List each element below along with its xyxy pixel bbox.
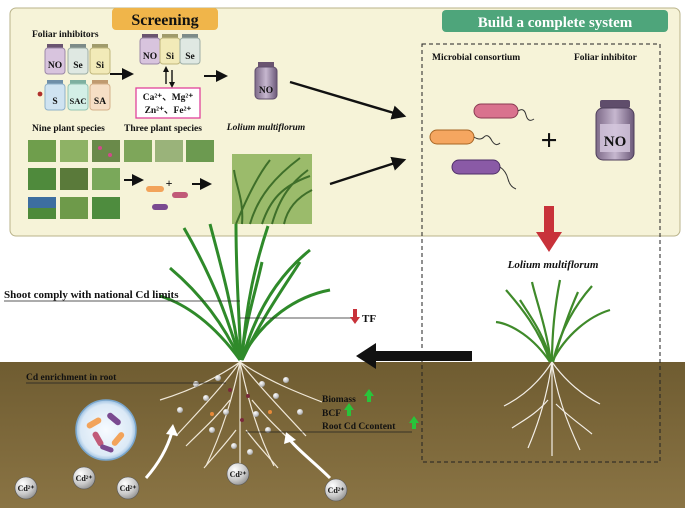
root-cd-annotation: Root Cd Ccontent <box>322 416 419 432</box>
system-no-bottle: NO <box>595 100 635 161</box>
arrow-no-to-system <box>289 80 407 120</box>
bottle-se: Se <box>67 44 89 75</box>
three-species-grid <box>124 140 214 162</box>
ions-box: Ca²⁺、Mg²⁺ Zn²⁺、Fe²⁺ <box>135 87 201 119</box>
bacterium-purple <box>451 159 517 190</box>
lolium-photo <box>232 154 313 225</box>
cd-ion: Cd²⁺ <box>324 478 348 502</box>
biomass-label: Biomass <box>322 395 356 405</box>
root-cd-label: Root Cd Ccontent <box>322 422 396 432</box>
svg-text:NO: NO <box>143 52 157 62</box>
bottle-selected-no: NO <box>139 34 161 65</box>
bcf-annotation: BCF <box>322 403 354 419</box>
tf-annotation: TF <box>350 309 376 325</box>
svg-text:SA: SA <box>94 97 106 107</box>
bullet-dot <box>37 91 43 97</box>
svg-text:S: S <box>52 97 57 107</box>
foliar-bottles: NO Se Si S SAC SA <box>37 44 111 111</box>
svg-text:NO: NO <box>259 86 273 96</box>
biomass-up-arrow <box>364 389 374 402</box>
nine-species-grid <box>28 140 120 219</box>
bacterium-orange <box>429 129 501 146</box>
svg-text:NO: NO <box>48 61 62 71</box>
svg-text:Cd²⁺: Cd²⁺ <box>230 470 247 479</box>
red-down-arrow <box>536 206 562 252</box>
uptake-arrowhead-right <box>284 432 296 444</box>
foliar-heading: Foliar inhibitors <box>32 30 99 40</box>
small-plus: + <box>166 176 173 190</box>
svg-text:NO: NO <box>604 134 627 150</box>
arrow-photo-to-system <box>329 156 407 186</box>
svg-text:Se: Se <box>185 52 195 62</box>
right-plant-roots <box>503 361 601 456</box>
cd-ion: Cd²⁺ <box>226 462 250 486</box>
screening-title-text: Screening <box>131 12 198 29</box>
small-microbes: + <box>146 176 188 210</box>
bacterium-pink <box>473 103 535 121</box>
biomass-annotation: Biomass <box>322 389 374 405</box>
screening-title: Screening <box>112 8 218 30</box>
cd-ions: Cd²⁺ Cd²⁺ Cd²⁺ Cd²⁺ Cd²⁺ <box>14 462 348 502</box>
ions-line1: Ca²⁺、Mg²⁺ <box>143 93 194 103</box>
system-title: Build a complete system <box>442 10 668 32</box>
three-species-label: Three plant species <box>124 124 202 134</box>
big-left-arrow <box>356 343 472 369</box>
lolium-no-bottle: NO <box>254 62 278 100</box>
bottle-sac: SAC <box>67 80 89 111</box>
bottle-no: NO <box>44 44 66 75</box>
cd-ion: Cd²⁺ <box>72 466 96 490</box>
microbial-label: Microbial consortium <box>432 53 520 63</box>
ions-line2: Zn²⁺、Fe²⁺ <box>145 106 192 116</box>
svg-text:Cd²⁺: Cd²⁺ <box>76 474 93 483</box>
nine-species-label: Nine plant species <box>32 124 105 134</box>
system-title-text: Build a complete system <box>478 15 633 31</box>
enrichment-annotation: Cd enrichment in root <box>26 373 117 383</box>
leader-lines <box>4 300 412 433</box>
root-cd-particles <box>177 375 303 455</box>
uptake-arrowhead-left <box>166 424 178 436</box>
tf-down-arrow <box>350 309 360 324</box>
svg-text:Se: Se <box>73 61 83 71</box>
uptake-arrows <box>144 431 332 480</box>
svg-text:Cd²⁺: Cd²⁺ <box>120 484 137 493</box>
bcf-label: BCF <box>322 409 341 419</box>
system-dashed-box <box>421 43 661 463</box>
foliar-inhibitor-label: Foliar inhibitor <box>574 53 638 63</box>
svg-text:Cd²⁺: Cd²⁺ <box>18 484 35 493</box>
main-plant-shoots <box>159 223 331 361</box>
petri-dish <box>75 399 137 461</box>
system-plus: + <box>540 124 557 157</box>
svg-text:Si: Si <box>96 61 104 71</box>
lolium-label-system: Lolium multiflorum <box>507 259 599 271</box>
right-plant <box>495 279 611 363</box>
selected-bottles: NO Si Se <box>139 34 201 65</box>
tf-label: TF <box>362 313 376 325</box>
shoot-annotation: Shoot comply with national Cd limits <box>4 289 179 301</box>
svg-text:SAC: SAC <box>69 96 86 106</box>
root-cd-up-arrow <box>409 416 419 429</box>
cd-ion: Cd²⁺ <box>14 476 38 500</box>
svg-text:Si: Si <box>166 52 174 62</box>
cd-ion: Cd²⁺ <box>116 476 140 500</box>
screening-panel <box>9 7 681 237</box>
bottle-s: S <box>44 80 66 111</box>
bottle-sa: SA <box>89 80 111 111</box>
bottle-selected-si: Si <box>159 34 181 65</box>
svg-text:Cd²⁺: Cd²⁺ <box>328 486 345 495</box>
lolium-label-screening: Lolium multiflorum <box>226 123 305 133</box>
double-arrow <box>163 66 175 88</box>
bottle-selected-se: Se <box>179 34 201 65</box>
consortium-bacteria <box>429 103 535 190</box>
bottle-si: Si <box>89 44 111 75</box>
bcf-up-arrow <box>344 403 354 416</box>
